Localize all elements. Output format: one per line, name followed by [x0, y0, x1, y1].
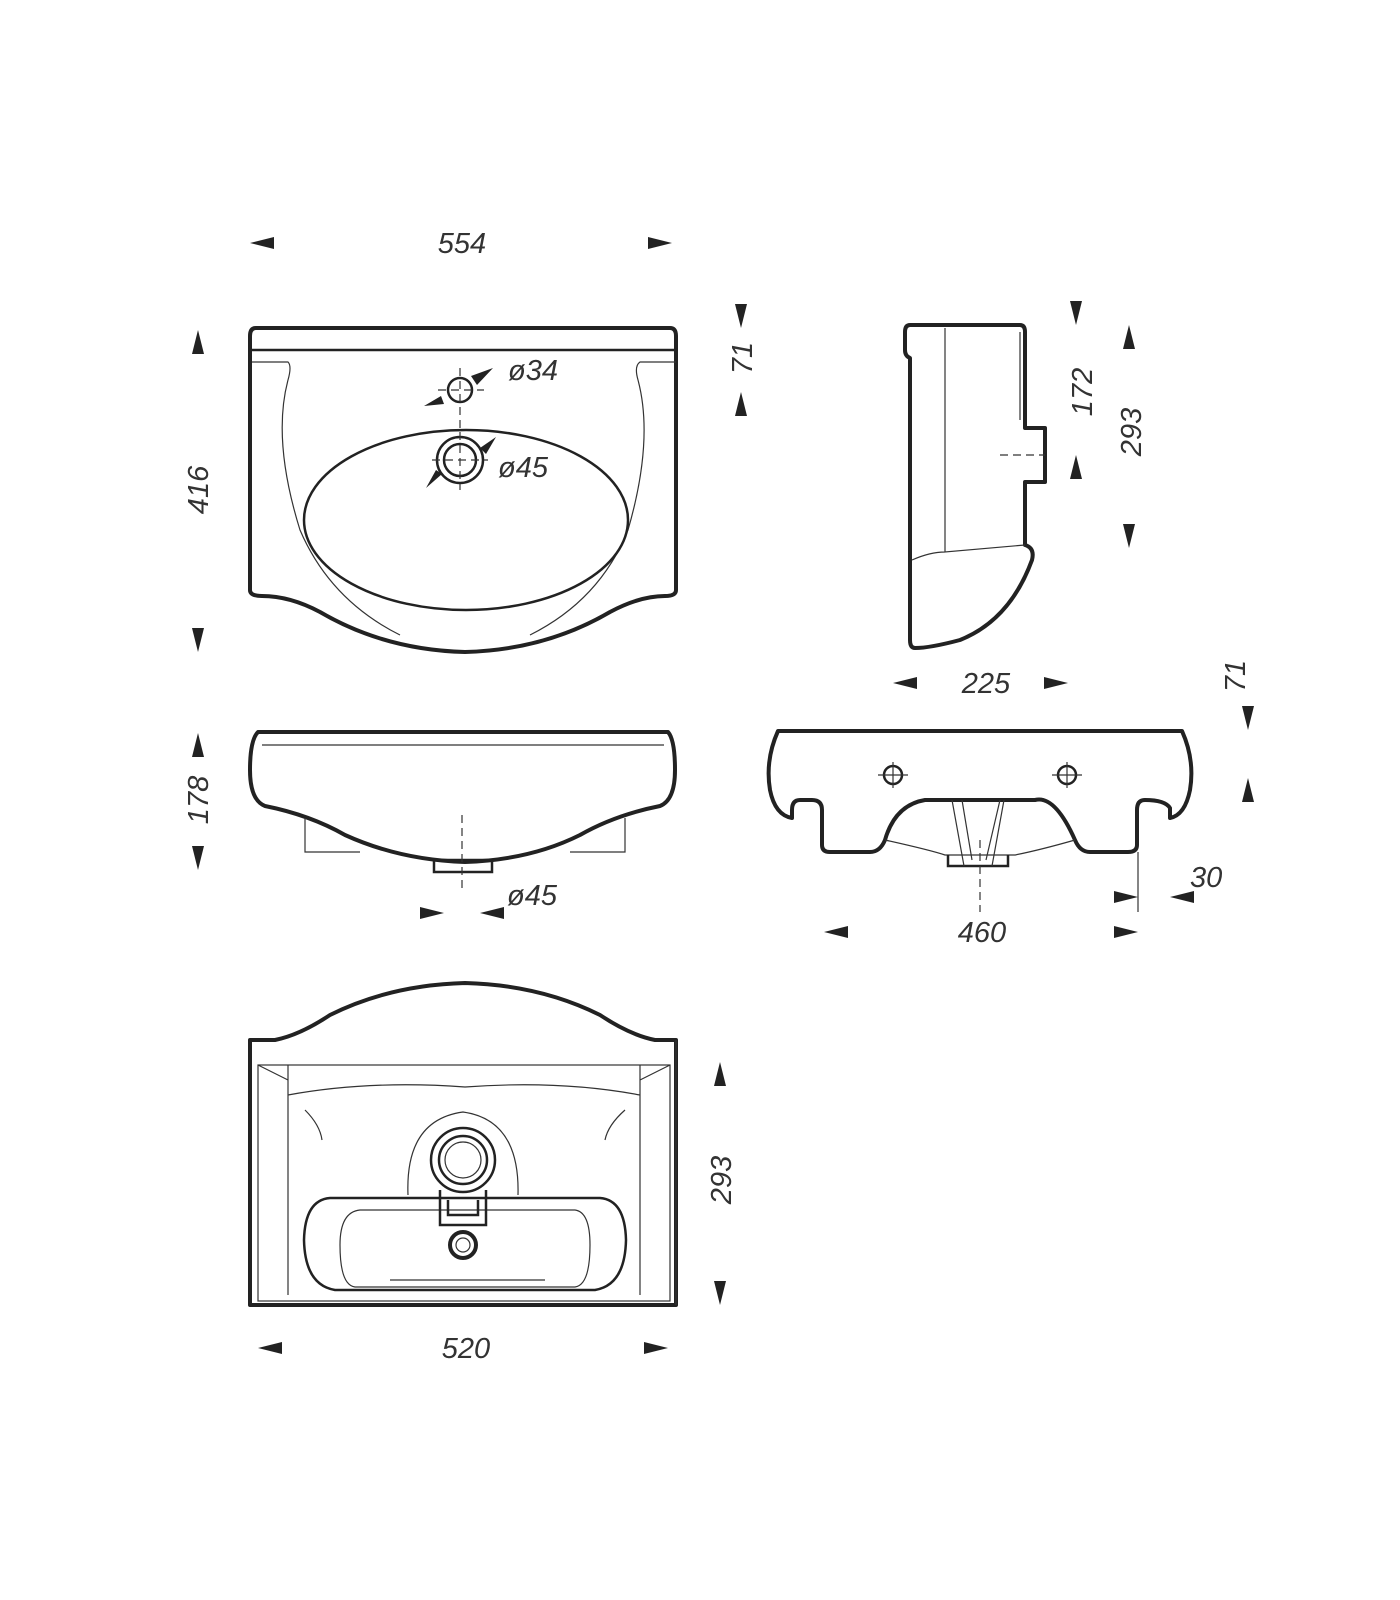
width-520-label: 520 — [442, 1333, 490, 1365]
bottom-inner-frame — [257, 1064, 671, 1302]
bottom-basin — [302, 1196, 628, 1292]
front-drain-label: ø45 — [507, 880, 558, 912]
bottom-drain-mid — [437, 1134, 489, 1186]
bottom-drain-inner — [444, 1141, 482, 1179]
bottom-basin-inner — [339, 1209, 591, 1288]
height-293-bottom-label: 293 — [706, 1156, 738, 1205]
back-drain-taper — [951, 799, 1005, 867]
offset-30-label: 30 — [1190, 862, 1222, 894]
depth-416-label: 416 — [183, 465, 215, 514]
top-view: ø34 ø45 554 416 71 — [183, 228, 759, 654]
width-554-label: 554 — [438, 228, 486, 260]
bowl-rim — [252, 361, 676, 636]
side-inner-lines — [911, 328, 1026, 561]
bottom-view: 293 520 — [248, 981, 738, 1365]
ledge-71-back-label: 71 — [1220, 660, 1252, 692]
overflow-hole — [448, 1230, 478, 1260]
overflow-172-label: 172 — [1067, 368, 1099, 416]
drain-hole-label: ø45 — [498, 452, 549, 484]
bottom-drain-dome — [407, 1111, 519, 1196]
overflow-channel — [438, 1190, 488, 1227]
front-drain — [432, 858, 494, 874]
front-view: 178 ø45 — [183, 730, 677, 919]
side-view-outline — [903, 323, 1047, 650]
bottom-curves — [287, 1084, 641, 1141]
basin — [302, 428, 630, 612]
height-178-label: 178 — [183, 776, 215, 824]
tap-hole-label: ø34 — [508, 355, 558, 387]
bottom-inner-lines — [257, 1040, 677, 1305]
front-pedestal-lines — [304, 818, 626, 853]
front-view-outline — [248, 730, 677, 864]
depth-225-label: 225 — [961, 668, 1011, 700]
side-view: 172 293 225 — [893, 301, 1148, 700]
bottom-drain-outer — [429, 1126, 497, 1194]
height-293-label: 293 — [1116, 408, 1148, 457]
bottom-view-outline — [248, 981, 678, 1307]
back-view: 30 460 71 — [766, 660, 1254, 949]
back-drain — [946, 855, 1010, 868]
back-view-outline — [766, 729, 1194, 854]
spacing-460-label: 460 — [958, 917, 1006, 949]
ledge-71-label: 71 — [727, 342, 759, 374]
top-view-outline — [248, 326, 678, 654]
